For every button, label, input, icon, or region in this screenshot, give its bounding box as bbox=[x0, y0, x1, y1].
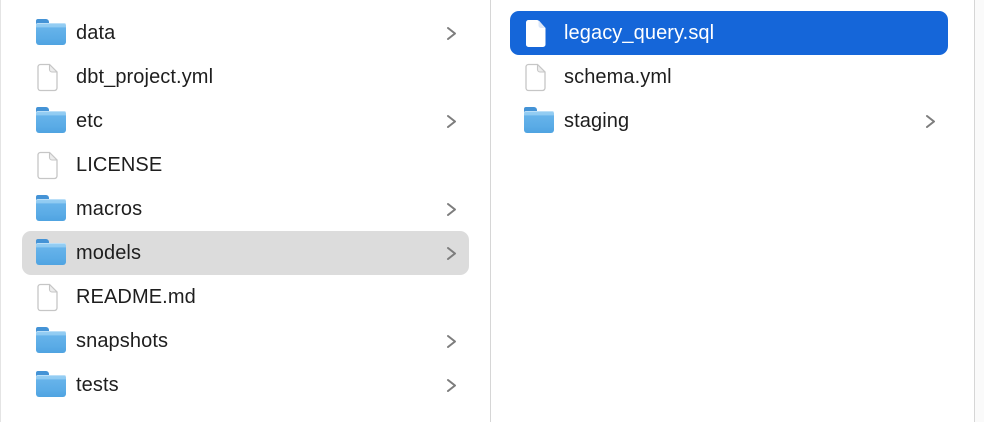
document-icon bbox=[36, 62, 76, 92]
file-row-readme-md[interactable]: README.md bbox=[22, 275, 469, 319]
folder-icon bbox=[36, 195, 76, 221]
file-label: etc bbox=[76, 109, 103, 132]
file-label: legacy_query.sql bbox=[564, 21, 715, 44]
finder-column-right: legacy_query.sql schema.yml staging bbox=[491, 0, 975, 422]
file-label: snapshots bbox=[76, 329, 169, 352]
chevron-right-icon bbox=[445, 245, 457, 262]
file-row-macros[interactable]: macros bbox=[22, 187, 469, 231]
file-label: LICENSE bbox=[76, 153, 163, 176]
folder-icon bbox=[36, 239, 76, 265]
file-row-license[interactable]: LICENSE bbox=[22, 143, 469, 187]
folder-icon bbox=[36, 327, 66, 353]
document-icon bbox=[36, 282, 76, 312]
file-row-schema-yml[interactable]: schema.yml bbox=[510, 55, 948, 99]
document-icon bbox=[36, 150, 59, 180]
folder-icon bbox=[36, 19, 76, 45]
document-icon bbox=[524, 62, 547, 92]
folder-icon bbox=[524, 107, 554, 133]
file-row-etc[interactable]: etc bbox=[22, 99, 469, 143]
file-row-legacy-query-sql[interactable]: legacy_query.sql bbox=[510, 11, 948, 55]
finder-column-next-edge bbox=[975, 0, 984, 422]
folder-icon bbox=[36, 239, 66, 265]
document-icon bbox=[524, 62, 564, 92]
chevron-right-icon bbox=[445, 377, 457, 394]
chevron-right-icon bbox=[445, 333, 457, 350]
file-label: schema.yml bbox=[564, 65, 672, 88]
file-label: README.md bbox=[76, 285, 196, 308]
folder-icon bbox=[36, 195, 66, 221]
file-label: models bbox=[76, 241, 142, 264]
chevron-right-icon bbox=[445, 113, 457, 130]
file-label: staging bbox=[564, 109, 630, 132]
file-row-tests[interactable]: tests bbox=[22, 363, 469, 407]
chevron-right-icon bbox=[924, 113, 936, 130]
document-icon bbox=[36, 150, 76, 180]
file-row-snapshots[interactable]: snapshots bbox=[22, 319, 469, 363]
folder-icon bbox=[36, 107, 76, 133]
file-row-models[interactable]: models bbox=[22, 231, 469, 275]
folder-icon bbox=[36, 107, 66, 133]
folder-icon bbox=[524, 107, 564, 133]
file-row-staging[interactable]: staging bbox=[510, 99, 948, 143]
folder-icon bbox=[36, 327, 76, 353]
folder-icon bbox=[36, 371, 76, 397]
file-label: macros bbox=[76, 197, 143, 220]
folder-icon bbox=[36, 19, 66, 45]
document-icon bbox=[524, 18, 564, 48]
folder-icon bbox=[36, 371, 66, 397]
document-icon bbox=[36, 282, 59, 312]
file-row-data[interactable]: data bbox=[22, 11, 469, 55]
file-label: tests bbox=[76, 373, 119, 396]
file-label: dbt_project.yml bbox=[76, 65, 214, 88]
file-row-dbt-project-yml[interactable]: dbt_project.yml bbox=[22, 55, 469, 99]
chevron-right-icon bbox=[445, 201, 457, 218]
document-icon bbox=[36, 62, 59, 92]
document-icon bbox=[524, 18, 547, 48]
chevron-right-icon bbox=[445, 25, 457, 42]
file-label: data bbox=[76, 21, 116, 44]
